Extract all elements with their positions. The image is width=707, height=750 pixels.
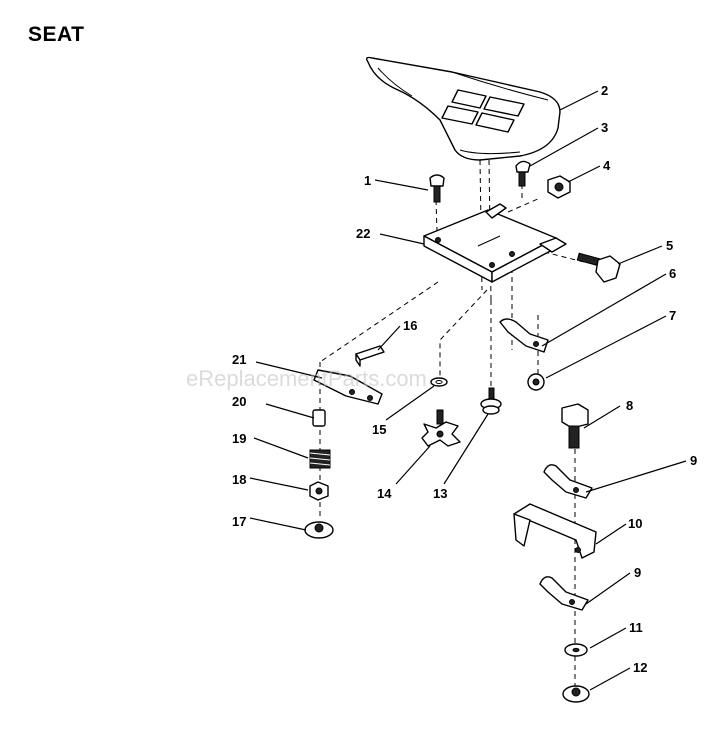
callout-9-upper: 9 xyxy=(690,453,697,468)
callout-8: 8 xyxy=(626,398,633,413)
part-11-washer xyxy=(564,643,588,657)
leader-lines xyxy=(249,90,687,691)
part-22-seat-bracket xyxy=(423,203,567,283)
part-21-latch-plate xyxy=(313,369,383,405)
callout-10: 10 xyxy=(628,516,642,531)
part-17-flange-nut xyxy=(304,521,334,539)
callout-17: 17 xyxy=(232,514,246,529)
part-9-clip-upper xyxy=(543,464,593,499)
callout-5: 5 xyxy=(666,238,673,253)
callout-13: 13 xyxy=(433,486,447,501)
callout-15: 15 xyxy=(372,422,386,437)
part-9-clip-lower xyxy=(539,576,589,611)
watermark-text: eReplacementParts.com xyxy=(186,366,427,391)
part-2-seat xyxy=(365,56,561,161)
part-5-bolt xyxy=(576,252,621,283)
callout-1: 1 xyxy=(364,173,371,188)
callout-19: 19 xyxy=(232,431,246,446)
callout-14: 14 xyxy=(377,486,392,501)
part-1-bolt xyxy=(429,174,445,203)
part-4-nut xyxy=(547,175,571,199)
part-16-block xyxy=(355,345,385,367)
part-18-nut xyxy=(309,481,329,501)
part-3-bolt xyxy=(515,160,531,187)
page-title: SEAT xyxy=(28,23,85,46)
callout-22: 22 xyxy=(356,226,370,241)
callout-3: 3 xyxy=(601,120,608,135)
callout-18: 18 xyxy=(232,472,246,487)
callout-20: 20 xyxy=(232,394,246,409)
part-20-pin xyxy=(312,409,326,427)
part-6-clip xyxy=(499,318,549,353)
callout-7: 7 xyxy=(669,308,676,323)
callout-labels: 1 2 3 4 5 6 7 8 9 9 10 11 12 13 14 15 16… xyxy=(232,83,697,675)
callout-11: 11 xyxy=(629,620,643,635)
part-8-bolt xyxy=(561,403,589,449)
callout-2: 2 xyxy=(601,83,608,98)
callout-21: 21 xyxy=(232,352,246,367)
part-12-nut xyxy=(562,685,590,703)
part-7-nut xyxy=(527,373,545,391)
callout-16: 16 xyxy=(403,318,417,333)
part-15-washer xyxy=(430,377,448,387)
part-19-spring xyxy=(309,449,331,469)
part-14-knob xyxy=(421,409,461,447)
part-10-bracket xyxy=(513,503,597,559)
callout-4: 4 xyxy=(603,158,611,173)
part-13-stud xyxy=(480,387,502,415)
callout-9-lower: 9 xyxy=(634,565,641,580)
callout-6: 6 xyxy=(669,266,676,281)
callout-12: 12 xyxy=(633,660,647,675)
